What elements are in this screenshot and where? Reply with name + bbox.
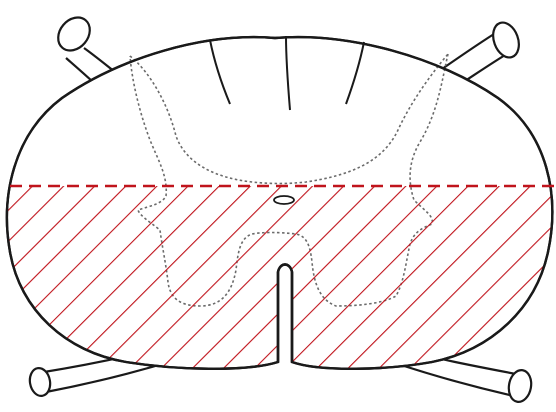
anterior-median-fissure [278, 265, 292, 363]
